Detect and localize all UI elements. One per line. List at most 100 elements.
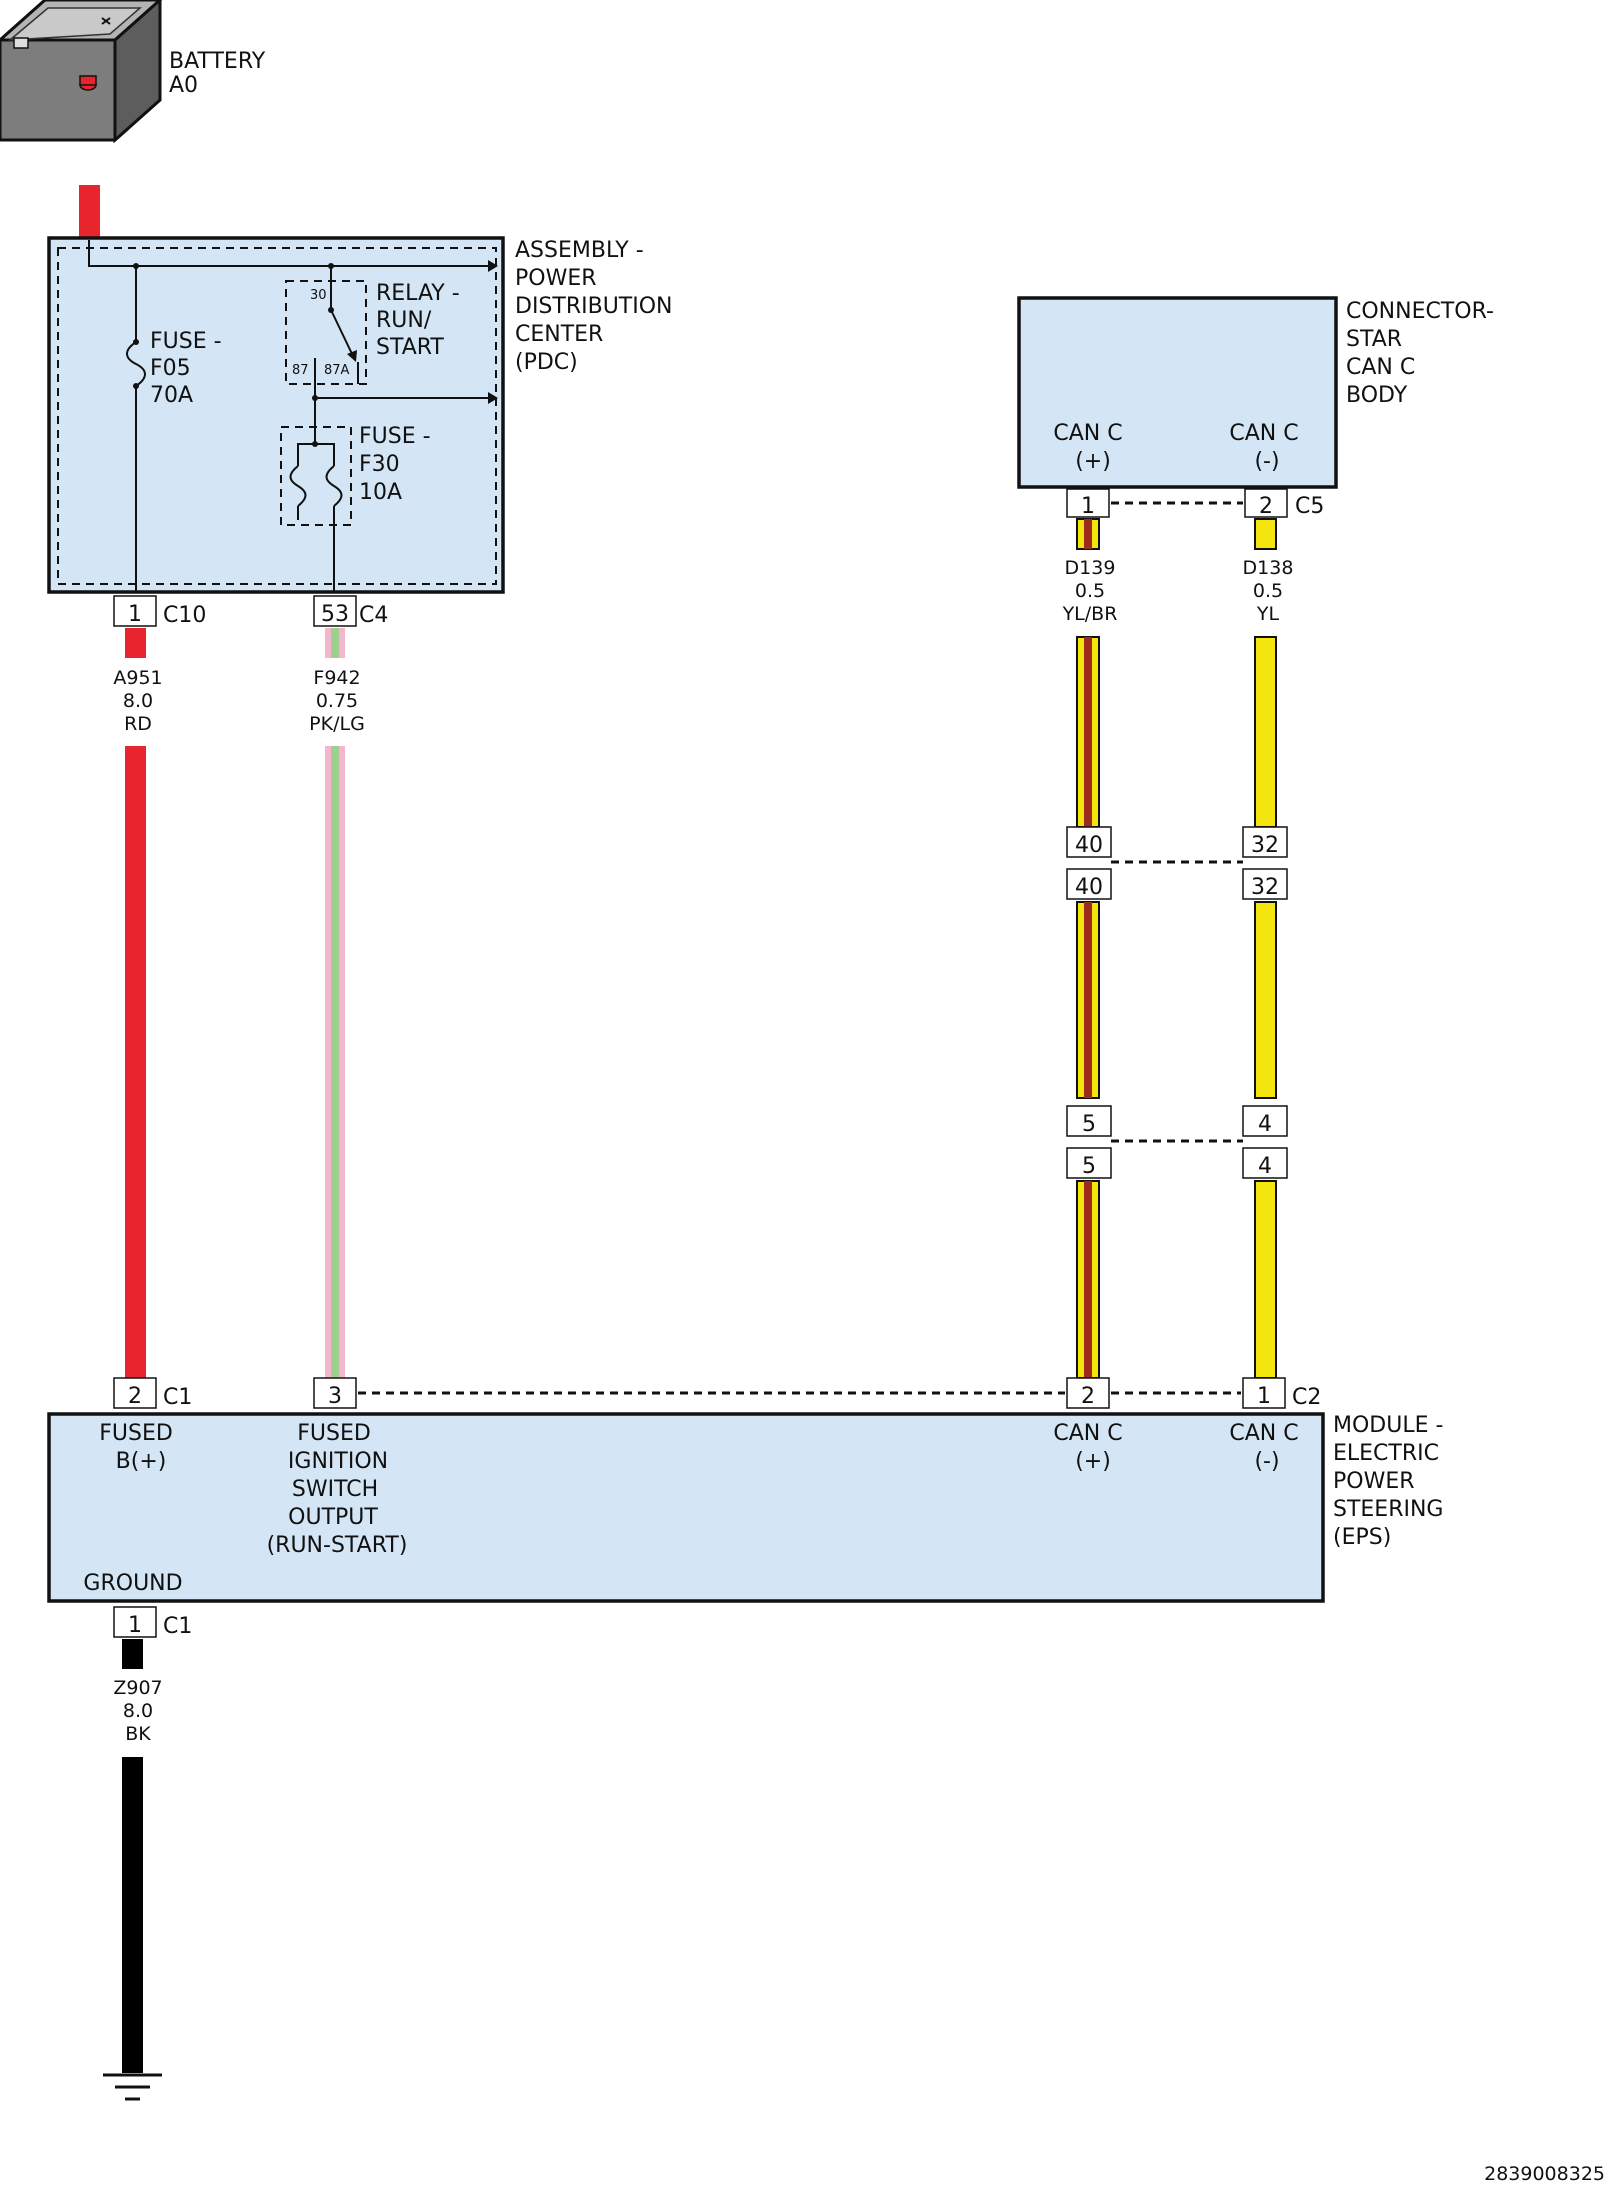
fuse-f30-icon xyxy=(289,465,307,507)
eps-label-line1: MODULE - xyxy=(1333,1413,1443,1438)
inline-b-pin4-lower-number: 4 xyxy=(1258,1154,1272,1179)
eps-ground-c1-pin xyxy=(113,1606,157,1638)
pdc-c4-pin xyxy=(313,595,357,627)
fuse-f05-line1: FUSE - xyxy=(150,329,222,354)
eps-pin3 xyxy=(313,1377,357,1409)
wire-z907-gauge: 8.0 xyxy=(123,1700,153,1722)
wire-d138-gauge: 0.5 xyxy=(1253,580,1283,602)
wire-a951-circuit: A951 xyxy=(113,667,162,689)
eps-c1-pin2-number: 2 xyxy=(128,1384,142,1409)
inline-a-pin32-upper-number: 32 xyxy=(1251,833,1279,858)
eps-ground-c1-pin-number: 1 xyxy=(128,1613,142,1638)
wire-z907-circuit: Z907 xyxy=(113,1677,162,1699)
wire-d139-color: YL/BR xyxy=(1062,603,1118,625)
inline-a-pin32-upper xyxy=(1242,826,1288,858)
eps-c1-pin2 xyxy=(113,1377,157,1409)
pdc-label-line4: CENTER xyxy=(515,322,603,347)
battery-label-line1: BATTERY xyxy=(169,49,266,74)
relay-pin-87: 87 xyxy=(292,363,309,378)
pdc-inner-boundary xyxy=(57,247,497,585)
pdc-c10-pin xyxy=(113,595,157,627)
fuse-f05-line3: 70A xyxy=(150,383,193,408)
eps-c2-pin2 xyxy=(1066,1377,1110,1409)
wire-f942-top xyxy=(325,628,345,658)
relay-run-start xyxy=(285,280,367,385)
figure-id: 2839008325 xyxy=(1484,2163,1605,2185)
eps-label-line5: (EPS) xyxy=(1333,1525,1391,1550)
star-label-line4: BODY xyxy=(1346,383,1408,408)
inline-a-pin40-upper xyxy=(1066,826,1112,858)
relay-output-arrow-icon xyxy=(488,392,498,404)
fuse-f30-line3: 10A xyxy=(359,480,402,505)
wire-z907-color: BK xyxy=(125,1723,151,1745)
wire-f942-color: PK/LG xyxy=(309,713,365,735)
inline-b-pin5-lower xyxy=(1066,1147,1112,1179)
fuse-f05-icon xyxy=(126,341,146,387)
inline-a-pin32-lower-number: 32 xyxy=(1251,875,1279,900)
inline-b-pin5-lower-number: 5 xyxy=(1082,1154,1096,1179)
pdc-c4-pin-number: 53 xyxy=(321,602,349,627)
pdc-label-line3: DISTRIBUTION xyxy=(515,294,673,319)
pdc-box xyxy=(47,236,505,594)
relay-line2: RUN/ xyxy=(376,308,432,333)
star-c5-pin2 xyxy=(1244,488,1288,518)
eps-c2-pin1 xyxy=(1242,1377,1286,1409)
star-c5-pin2-number: 2 xyxy=(1259,494,1273,519)
eps-pin3-number: 3 xyxy=(328,1384,342,1409)
star-can-minus-line1: CAN C xyxy=(1229,421,1298,446)
eps-fused-ign-line1: FUSED xyxy=(297,1421,371,1446)
wire-d138-color: YL xyxy=(1256,603,1280,625)
inline-b-pin4-upper xyxy=(1242,1105,1288,1137)
eps-fused-ign-line5: (RUN-START) xyxy=(267,1533,408,1558)
star-c5-name: C5 xyxy=(1295,494,1324,519)
eps-c2-pin2-number: 2 xyxy=(1081,1384,1095,1409)
wire-f942-circuit: F942 xyxy=(313,667,360,689)
relay-pin-30: 30 xyxy=(310,288,327,303)
wire-z907-top xyxy=(122,1639,143,1669)
wire-z907 xyxy=(122,1757,143,2073)
wire-d138-top xyxy=(1254,518,1277,550)
pdc-c10-pin-number: 1 xyxy=(128,602,142,627)
pdc-label-line5: (PDC) xyxy=(515,350,578,375)
eps-box xyxy=(47,1412,1325,1603)
relay-line3: START xyxy=(376,335,444,360)
star-can-minus-line2: (-) xyxy=(1254,449,1279,474)
pdc-label-line2: POWER xyxy=(515,266,597,291)
eps-can-minus-line2: (-) xyxy=(1254,1449,1279,1474)
wire-a951-color: RD xyxy=(124,713,152,735)
bus-arrow-icon xyxy=(488,260,498,272)
relay-switch-icon xyxy=(330,309,354,357)
star-label-line1: CONNECTOR- xyxy=(1346,299,1494,324)
fuse-f05-line2: F05 xyxy=(150,356,191,381)
wire-a951-top xyxy=(125,628,146,658)
eps-fused-ign-line4: OUTPUT xyxy=(288,1505,378,1530)
eps-fused-b-line2: B(+) xyxy=(116,1449,167,1474)
eps-fused-ign-line3: SWITCH xyxy=(292,1477,378,1502)
eps-fused-b-line1: FUSED xyxy=(99,1421,173,1446)
star-c5-pin1 xyxy=(1066,488,1110,518)
star-label-line3: CAN C xyxy=(1346,355,1415,380)
star-can-plus-line2: (+) xyxy=(1075,449,1111,474)
battery-label-line2: A0 xyxy=(169,73,198,98)
inline-a-pin32-lower xyxy=(1242,868,1288,900)
inline-b-pin5-upper xyxy=(1066,1105,1112,1137)
fuse-f30-line2: F30 xyxy=(359,452,400,477)
inline-a-pin40-lower-number: 40 xyxy=(1075,875,1103,900)
inline-b-pin4-lower xyxy=(1242,1147,1288,1179)
eps-fused-ign-line2: IGNITION xyxy=(288,1449,388,1474)
wire-d138-circuit: D138 xyxy=(1243,557,1294,579)
pdc-bus-line xyxy=(88,240,488,267)
eps-ground-c1-name: C1 xyxy=(163,1614,192,1639)
eps-ground-label: GROUND xyxy=(83,1571,182,1596)
star-c5-pin1-number: 1 xyxy=(1081,494,1095,519)
wire-d139-top xyxy=(1076,518,1100,550)
inline-b-pin5-upper-number: 5 xyxy=(1082,1112,1096,1137)
fuse-f30-line1: FUSE - xyxy=(359,424,431,449)
relay-pin-87a: 87A xyxy=(324,363,350,378)
eps-can-minus-line1: CAN C xyxy=(1229,1421,1298,1446)
pdc-c10-name: C10 xyxy=(163,603,206,628)
wire-a951 xyxy=(125,746,146,1378)
eps-c2-name: C2 xyxy=(1292,1385,1321,1410)
connector-star-box xyxy=(1017,296,1338,489)
